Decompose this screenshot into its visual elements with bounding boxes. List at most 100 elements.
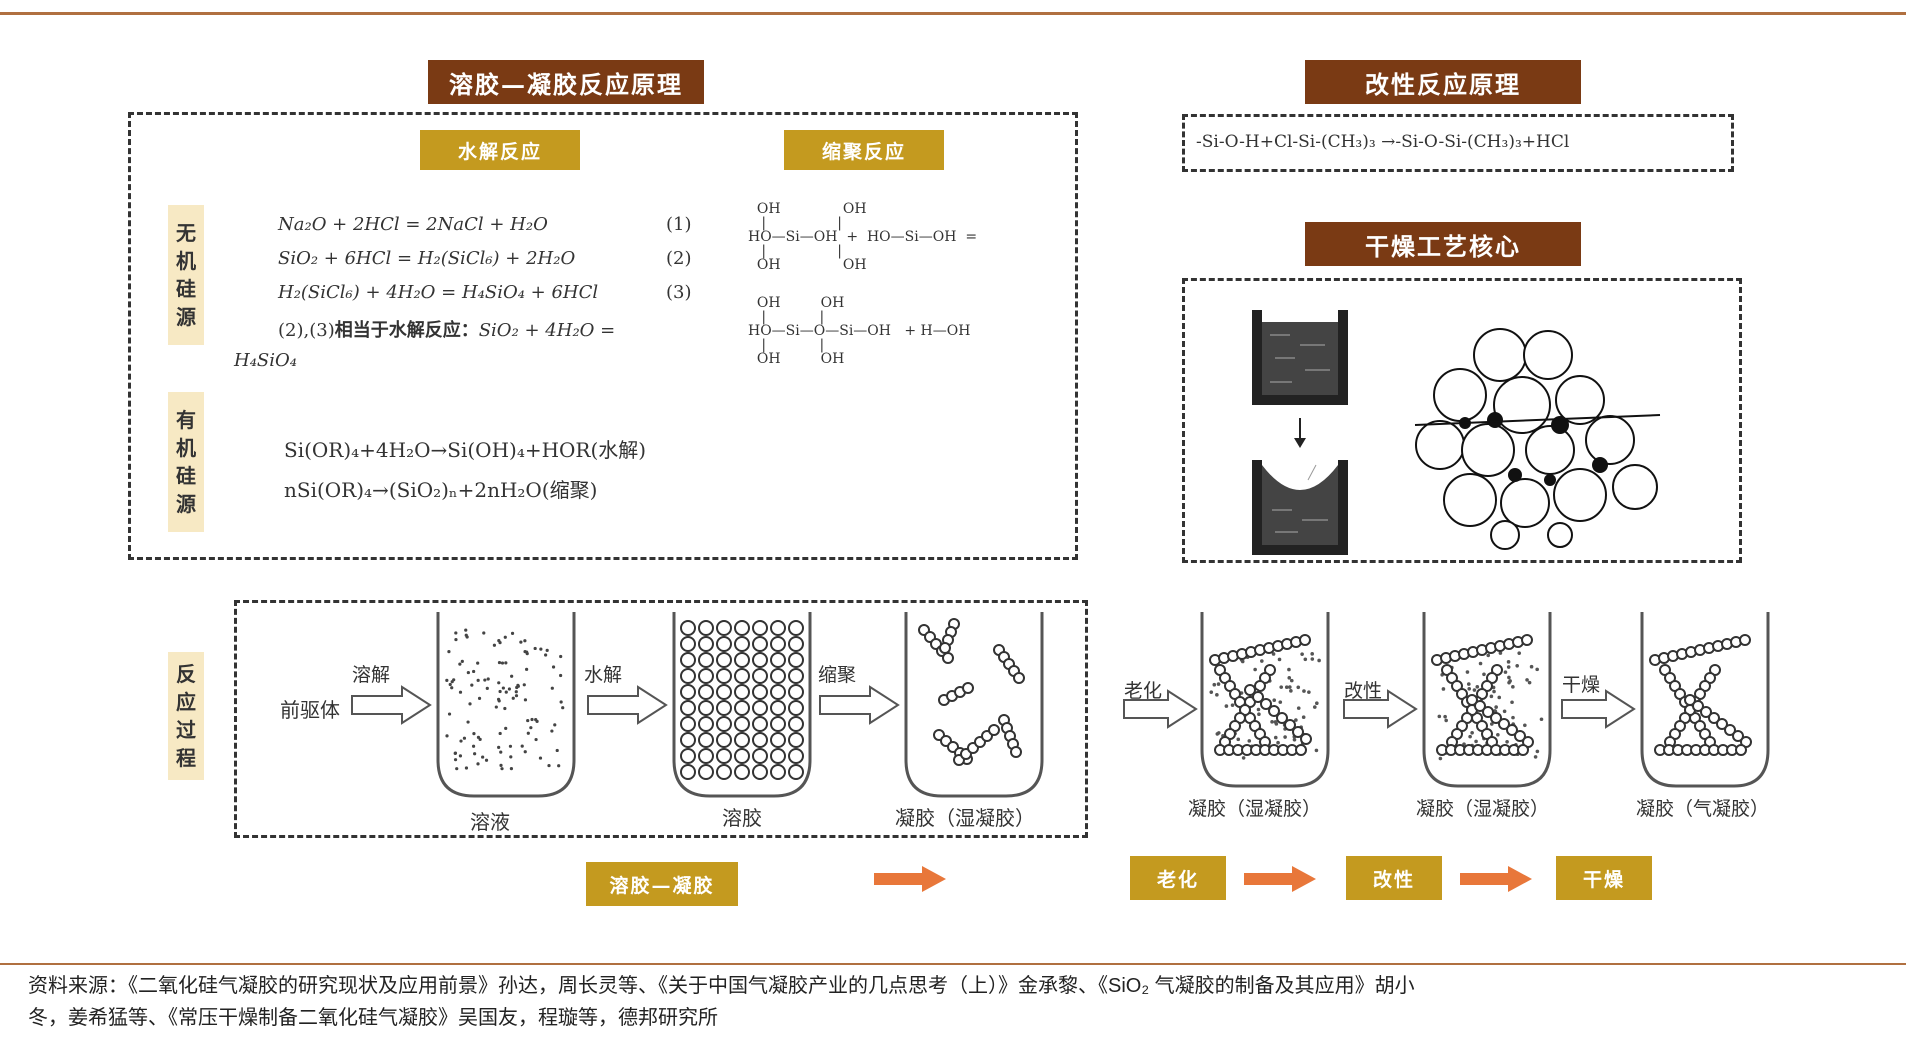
particle-dot [494,705,498,709]
arrow-label-modify: 改性 [1344,680,1383,702]
particle-dot [1441,687,1446,691]
particle-dot [544,653,548,657]
label-organic-source: 有机硅源 [168,392,204,532]
gel-bead [1735,744,1747,756]
sol-particle [734,636,750,652]
gel-bead [1521,634,1533,646]
particle-dot [509,766,514,771]
sol-particle [716,652,732,668]
sol-particle [752,684,768,700]
sol-particle [716,716,732,732]
particle-dot [454,631,458,635]
particle-dot [473,752,477,756]
particle-dot [1236,737,1241,742]
particle-dot [1465,670,1470,674]
particle-dot [503,706,507,711]
particle-dot [1523,723,1527,728]
gel-bead [1739,634,1751,646]
gel-bead [1284,719,1296,731]
particle-dot [533,646,537,651]
sol-particle [698,684,714,700]
organic-equation-2: nSi(OR)₄→(SiO₂)ₙ+2nH₂O(缩聚) [284,478,598,502]
gel-bead [1244,684,1256,696]
title-modification: 改性反应原理 [1305,60,1581,104]
sol-particle [770,716,786,732]
stage-label-wet-gel-3: 凝胶（湿凝胶） [1416,798,1550,820]
particle-dot [454,637,458,642]
sol-particle [752,700,768,716]
sol-particle [698,764,714,780]
particle-dot [1314,748,1319,753]
top-rule [0,12,1906,15]
sol-particle [788,620,804,636]
particle-dot [539,647,543,651]
particle-dot [507,687,511,691]
particle-dot [1284,685,1289,689]
gel-bead [1010,746,1022,758]
particle-network [1414,328,1661,550]
sol-particle [770,700,786,716]
sol-particle [680,668,696,684]
sol-particle [698,700,714,716]
particle-dot [520,744,524,748]
particle-dot [1287,667,1291,672]
sol-particle [734,652,750,668]
equation-3: H₂(SiCl₆) + 4H₂O = H₄SiO₄ + 6HCl [278,282,599,303]
particle-dot [538,756,543,760]
sol-particle [788,716,804,732]
particle-dot [459,739,463,743]
source-line-1: 资料来源：《二氧化硅气凝胶的研究现状及应用前景》孙达，周长灵等、《关于中国气凝胶… [28,975,1415,997]
drying-box [1182,278,1742,563]
gel-bead [1252,691,1264,703]
particle-dot [1535,667,1539,672]
particle-dot [1438,756,1443,761]
arrow-hydrolysis [587,685,668,725]
step-dry: 干燥 [1556,856,1652,900]
particle-dot [1274,722,1279,726]
particle-dot [1437,714,1442,719]
particle-dot [1272,698,1277,702]
gel-bead [1482,706,1494,718]
equation-2-number: (2) [666,248,692,269]
particle-dot [1482,672,1486,677]
arrow-label-aging: 老化 [1124,680,1163,702]
particle-dot [483,678,487,682]
particle-dot [1533,755,1538,759]
particle-dot [1507,675,1511,680]
particle-dot [1472,688,1477,692]
particle-dot [464,766,469,770]
particle-dot [455,767,459,771]
particle-dot [470,683,474,687]
sol-particle [734,668,750,684]
particle-dot [545,648,549,652]
gel-bead [939,642,951,654]
particle-dot [499,763,503,767]
particle-dot [559,654,563,659]
particle-dot [1287,676,1292,680]
particle-dot [448,682,452,687]
particle-dot [1276,740,1280,745]
sol-particle [698,636,714,652]
particle-dot [447,650,451,654]
gel-bead [962,682,974,694]
particle-dot [1498,651,1503,655]
sol-particle [698,652,714,668]
particle-dot [1515,664,1519,668]
particle-dot [1444,718,1448,723]
particle-dot [500,767,504,771]
particle-dot [486,677,490,681]
particle-dot [508,744,513,748]
particle-dot [1511,685,1515,689]
particle-dot [458,662,462,666]
arrow-dissolve [351,685,432,725]
sol-particle [788,652,804,668]
gel-bead [1700,706,1712,718]
gel-bead [1708,712,1720,724]
particle-dot [1496,732,1500,737]
sol-particle [770,748,786,764]
particle-dot [511,696,515,700]
orange-arrow-1 [874,866,946,892]
particle-dot [559,700,563,704]
sol-particle [752,636,768,652]
gel-bead [1300,733,1312,745]
